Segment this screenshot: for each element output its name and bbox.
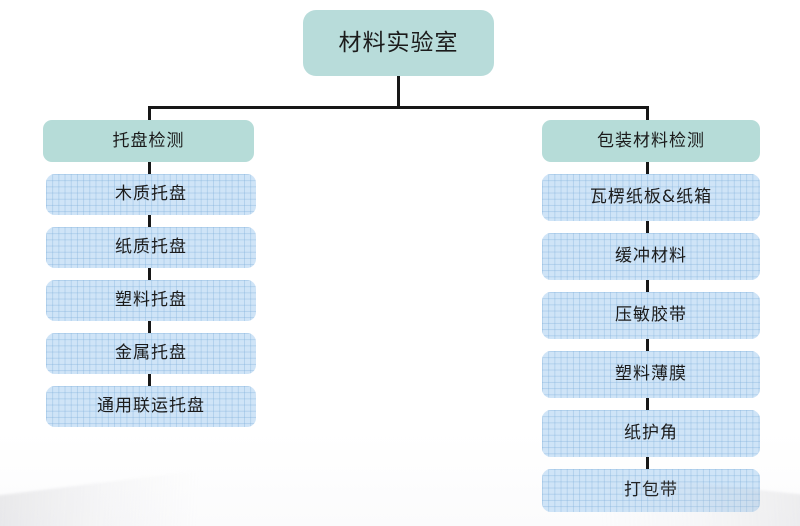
connector-drop-right (646, 106, 649, 121)
root-node-materials-lab[interactable]: 材料实验室 (303, 10, 494, 76)
leaf-node-plastic-pallet[interactable]: 塑料托盘 (46, 280, 256, 321)
leaf-node-paper-pallet[interactable]: 纸质托盘 (46, 227, 256, 268)
leaf-node-paper-corner-protector[interactable]: 纸护角 (542, 410, 760, 457)
connector-right-4 (646, 338, 649, 352)
connector-horizontal-bar (148, 106, 649, 109)
leaf-node-universal-intermodal-pallet[interactable]: 通用联运托盘 (46, 386, 256, 427)
connector-left-1 (148, 161, 151, 175)
connector-right-3 (646, 279, 649, 293)
connector-right-2 (646, 220, 649, 234)
connector-left-5 (148, 373, 151, 387)
bottom-left-shadow-artifact (0, 464, 265, 526)
branch-header-packaging-material-testing[interactable]: 包装材料检测 (542, 120, 760, 162)
leaf-node-plastic-film[interactable]: 塑料薄膜 (542, 351, 760, 398)
connector-root-stem (397, 76, 400, 109)
branch-header-pallet-testing[interactable]: 托盘检测 (43, 120, 254, 162)
connector-right-1 (646, 161, 649, 175)
leaf-node-strapping-band[interactable]: 打包带 (542, 469, 760, 512)
connector-left-2 (148, 214, 151, 228)
leaf-node-wooden-pallet[interactable]: 木质托盘 (46, 174, 256, 215)
connector-right-6 (646, 456, 649, 470)
connector-drop-left (148, 106, 151, 121)
connector-left-3 (148, 267, 151, 281)
leaf-node-corrugated-board-carton[interactable]: 瓦楞纸板&纸箱 (542, 174, 760, 221)
leaf-node-cushioning-material[interactable]: 缓冲材料 (542, 233, 760, 280)
leaf-node-metal-pallet[interactable]: 金属托盘 (46, 333, 256, 374)
connector-right-5 (646, 397, 649, 411)
connector-left-4 (148, 320, 151, 334)
leaf-node-pressure-sensitive-tape[interactable]: 压敏胶带 (542, 292, 760, 339)
